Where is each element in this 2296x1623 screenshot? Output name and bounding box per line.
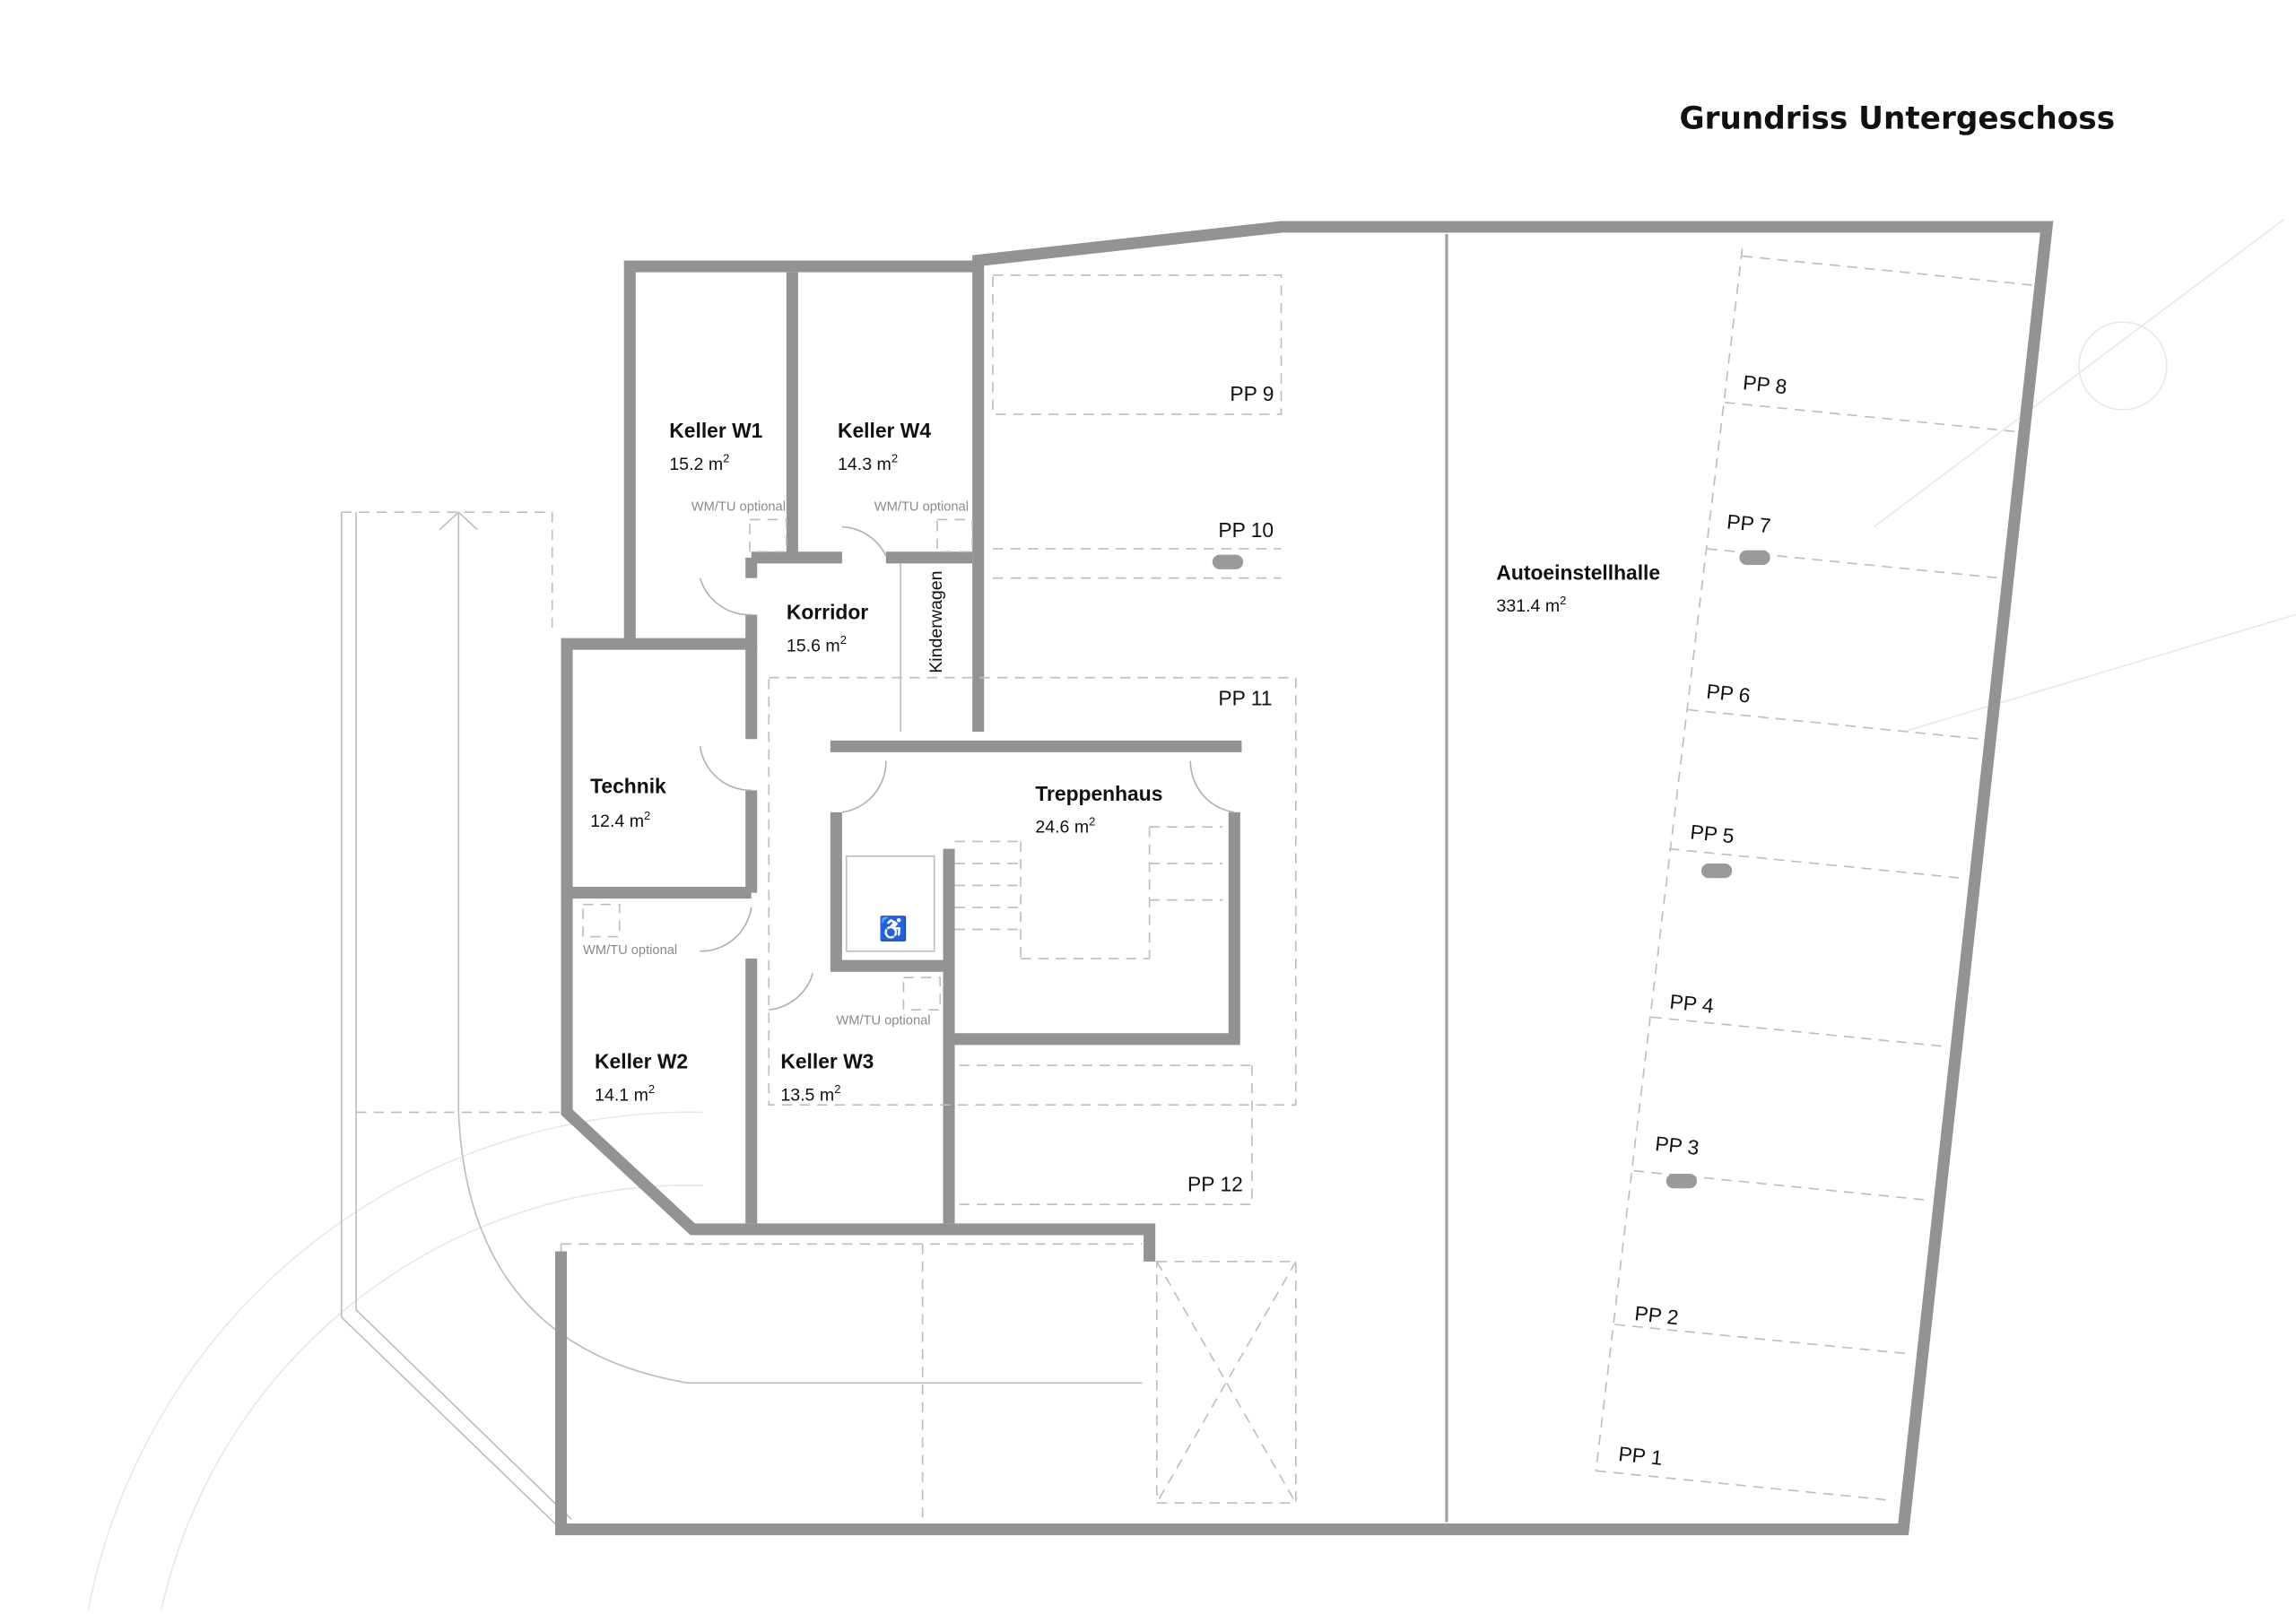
- room-area: 15.6 m2: [787, 633, 847, 655]
- doors: [699, 525, 1235, 1011]
- walls: [554, 221, 2054, 1536]
- parking-label: PP 8: [1742, 370, 1788, 398]
- parking-label: PP 9: [1230, 382, 1274, 405]
- background-drafting-decoration: [87, 219, 2296, 1610]
- room-name: Technik: [590, 775, 666, 798]
- parking-lines: [768, 248, 2036, 1501]
- parking-markers: [1212, 550, 1770, 1189]
- room-area: 12.4 m2: [590, 809, 650, 831]
- parking-label: PP 7: [1726, 509, 1772, 537]
- stairs: ♿: [845, 826, 1223, 959]
- wheelchair-icon: ♿: [879, 916, 909, 942]
- room-labels: Keller W1 15.2 m2 WM/TU optional Keller …: [583, 419, 1660, 1105]
- parking-label: PP 6: [1705, 680, 1752, 707]
- parking-label: PP 12: [1187, 1173, 1243, 1196]
- room-area: 24.6 m2: [1035, 815, 1095, 838]
- room-name: Autoeinstellhalle: [1496, 560, 1660, 584]
- room-name: Treppenhaus: [1035, 782, 1162, 805]
- room-area: 14.3 m2: [838, 452, 898, 474]
- parking-label: PP 2: [1633, 1301, 1680, 1329]
- parking-label: PP 1: [1617, 1442, 1664, 1470]
- room-area: 331.4 m2: [1496, 594, 1566, 616]
- wm-tu-boxes: [582, 518, 973, 1011]
- room-name: Keller W2: [595, 1049, 688, 1072]
- parking-labels: PP 1 PP 2 PP 3 PP 4 PP 5 PP 6 PP 7 PP 8 …: [1187, 370, 1788, 1470]
- room-name: Kinderwagen: [926, 570, 946, 673]
- room-name: Keller W1: [669, 419, 762, 442]
- room-note: WM/TU optional: [836, 1013, 930, 1028]
- room-area: 13.5 m2: [780, 1082, 840, 1105]
- room-area: 14.1 m2: [595, 1082, 655, 1105]
- room-note: WM/TU optional: [691, 500, 786, 515]
- ramp: [340, 511, 1297, 1531]
- parking-label: PP 10: [1218, 518, 1274, 542]
- parking-label: PP 3: [1654, 1132, 1700, 1159]
- room-note: WM/TU optional: [583, 943, 677, 958]
- room-name: Keller W3: [780, 1049, 874, 1072]
- parking-label: PP 4: [1669, 990, 1716, 1018]
- room-area: 15.2 m2: [669, 452, 729, 474]
- room-name: Keller W4: [838, 419, 931, 442]
- parking-label: PP 11: [1218, 687, 1272, 710]
- room-name: Korridor: [787, 600, 868, 623]
- plan-title: Grundriss Untergeschoss: [1679, 101, 2115, 137]
- parking-label: PP 5: [1689, 820, 1735, 847]
- lift: [845, 855, 935, 952]
- room-note: WM/TU optional: [874, 500, 969, 515]
